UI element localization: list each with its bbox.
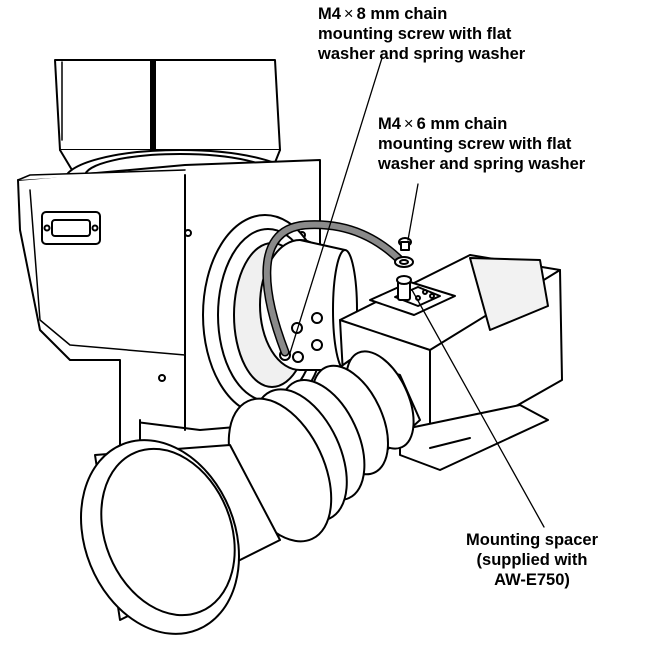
lens-hood	[80, 439, 281, 635]
chain-cable	[262, 220, 407, 357]
callout-screw-8mm-line2: mounting screw with flat	[318, 25, 512, 43]
leader-lines	[289, 57, 545, 528]
callout-screw-8mm-line3: washer and spring washer	[318, 45, 526, 63]
callout-screw-8mm: M4×8 mm chain mounting screw with flat w…	[318, 4, 525, 64]
leader-line-8mm	[289, 57, 383, 354]
callout-spacer-line2: (supplied with	[476, 551, 588, 569]
leader-line-6mm	[407, 183, 419, 241]
callout-screw-6mm-line1: M4×6 mm chain	[378, 115, 508, 133]
callout-screw-6mm-line2: mounting screw with flat	[378, 135, 572, 153]
lens	[227, 350, 421, 543]
callout-mounting-spacer: Mounting spacer (supplied with AW-E750)	[466, 530, 598, 590]
callout-screw-6mm-line3: washer and spring washer	[378, 155, 586, 173]
callout-spacer-line1: Mounting spacer	[466, 531, 599, 549]
connector-port-icon	[41, 211, 101, 245]
camera-base-plate	[399, 404, 549, 471]
mounting-spacer-screw	[394, 256, 414, 301]
callout-screw-8mm-line1: M4×8 mm chain	[318, 5, 448, 23]
callout-screw-6mm: M4×6 mm chain mounting screw with flat w…	[378, 114, 585, 174]
leader-line-spacer	[411, 289, 545, 528]
screw-6mm-icon	[398, 237, 412, 251]
callout-spacer-line3: AW-E750)	[494, 571, 570, 589]
